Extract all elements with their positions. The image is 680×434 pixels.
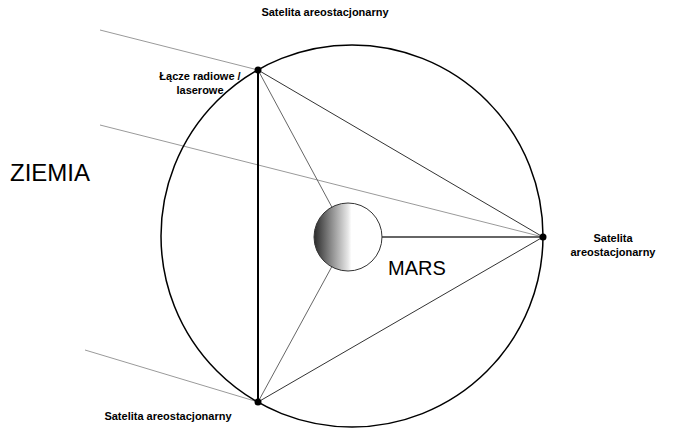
satellite-label: Satelita areostacjonarny	[68, 410, 268, 424]
satellite-dot	[540, 234, 547, 241]
satellite-label: Satelita areostacjonarny	[552, 232, 674, 260]
satellite-label: Satelita areostacjonarny	[230, 6, 420, 20]
link-line	[85, 350, 258, 402]
link-line	[100, 30, 258, 70]
satellite-dot	[255, 67, 262, 74]
link-label: Łącze radiowe / laserowe	[145, 70, 255, 98]
inter-satellite-line	[258, 70, 543, 237]
mars-planet	[314, 203, 382, 271]
earth-label: ZIEMIA	[10, 158, 130, 188]
satellite-dot	[255, 399, 262, 406]
orbit-circle	[161, 45, 543, 427]
inter-satellite-line	[257, 70, 259, 402]
inter-satellite-line	[258, 237, 543, 402]
planet-label: MARS	[388, 256, 478, 281]
